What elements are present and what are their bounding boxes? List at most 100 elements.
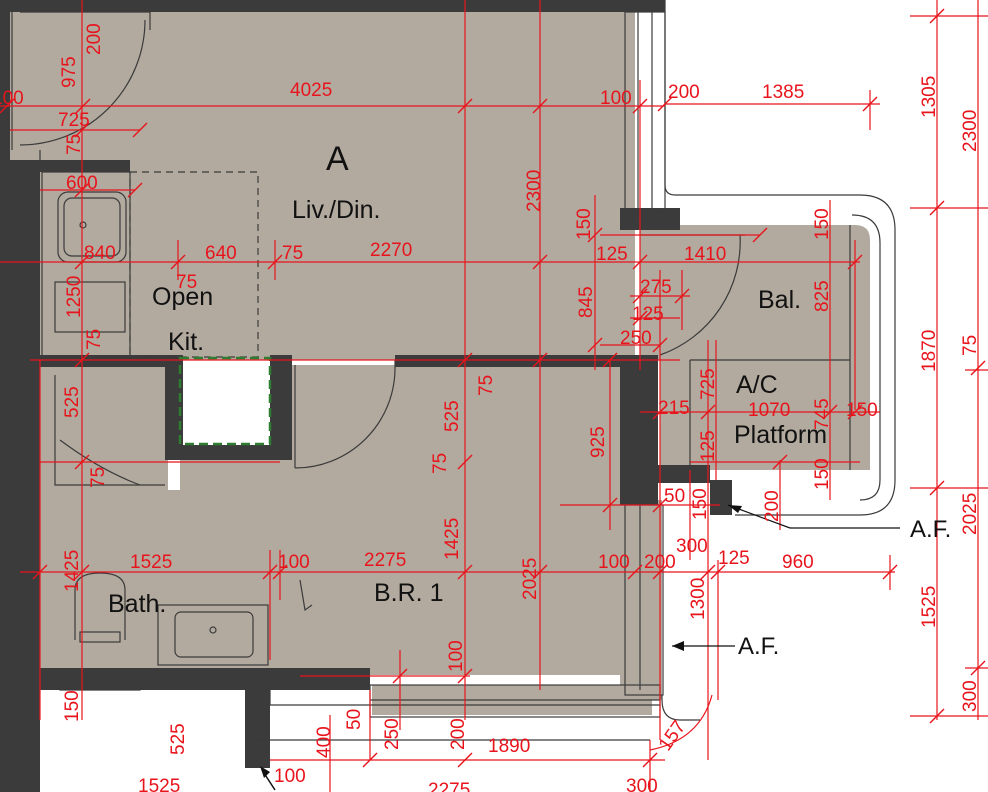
dim-200-b: 200 xyxy=(762,490,783,522)
dim-2300-right: 2300 xyxy=(960,110,981,152)
dimension-ticks xyxy=(0,8,986,768)
wall-ac-bottom xyxy=(655,465,710,483)
dim-200-d: 200 xyxy=(448,718,469,750)
dim-1305: 1305 xyxy=(919,76,940,118)
balcony-door-swing xyxy=(659,234,741,356)
living-label: Liv./Din. xyxy=(292,196,380,224)
dim-840: 840 xyxy=(84,243,116,264)
wall-top xyxy=(0,0,665,12)
dim-300-a: 300 xyxy=(676,536,708,557)
ac-label-2: Platform xyxy=(734,421,827,449)
wall-left-top xyxy=(0,0,10,160)
af-leaders xyxy=(260,504,900,791)
dim-1525-b: 1525 xyxy=(138,776,180,792)
wall-bath-bottom xyxy=(165,445,290,460)
basin xyxy=(174,611,254,658)
dim-200-top: 200 xyxy=(84,23,105,55)
dim-100-e: 100 xyxy=(274,766,306,787)
kitchen-fixtures xyxy=(41,171,272,446)
dim-1425-a: 1425 xyxy=(62,550,83,592)
shower-frame xyxy=(54,375,165,486)
dim-75-b: 75 xyxy=(282,243,303,264)
dim-100-a: 100 xyxy=(600,88,632,109)
dim-125-d: 125 xyxy=(718,548,750,569)
shower-door-swing xyxy=(59,439,141,486)
unit-label: A xyxy=(326,140,349,178)
dim-1525-right: 1525 xyxy=(919,586,940,628)
dim-50: 50 xyxy=(664,486,685,507)
dim-75-f: 75 xyxy=(476,375,497,396)
wall-bedroom-right xyxy=(620,355,658,505)
balcony-label: Bal. xyxy=(758,286,801,314)
bath-label: Bath. xyxy=(108,590,166,618)
dim-925: 925 xyxy=(588,426,609,458)
dim-75-g: 75 xyxy=(430,453,451,474)
floor-areas xyxy=(10,12,870,715)
wall-bedroom-left xyxy=(270,355,292,460)
wall-bottom xyxy=(40,668,370,690)
basin-counter xyxy=(157,604,269,666)
kitchen-appliance-zone xyxy=(178,356,272,446)
dimension-labels: 200 975 4025 100 100 200 1385 1305 2300 … xyxy=(0,23,981,792)
kitchen-label-2: Kit. xyxy=(168,328,204,356)
dim-1385: 1385 xyxy=(762,82,804,103)
dim-2025-right: 2025 xyxy=(960,493,981,535)
dim-525-c: 525 xyxy=(168,723,189,755)
bath-fixtures xyxy=(59,572,313,691)
dim-1410: 1410 xyxy=(684,244,726,265)
dim-2300-mid: 2300 xyxy=(524,170,545,212)
balcony-floor xyxy=(640,225,870,470)
dim-150-b: 150 xyxy=(812,208,833,240)
dim-75-h: 75 xyxy=(88,467,109,488)
wall-kitchen-top xyxy=(40,160,130,172)
kitchen-hob xyxy=(54,281,126,333)
dim-1425-b: 1425 xyxy=(442,518,463,560)
dim-150-f: 150 xyxy=(62,690,83,722)
bedroom-floor xyxy=(280,365,620,675)
living-floor xyxy=(10,12,635,360)
af-arrow-bottom xyxy=(672,641,684,651)
dim-525-b: 525 xyxy=(442,400,463,432)
toilet-bowl xyxy=(74,572,126,640)
wall-bath-side xyxy=(165,355,183,455)
walls xyxy=(0,0,732,792)
dim-1870: 1870 xyxy=(919,330,940,372)
dim-2025-mid: 2025 xyxy=(520,558,541,600)
dim-600: 600 xyxy=(66,173,98,194)
dim-00: 100 xyxy=(0,88,24,109)
dim-525-a: 525 xyxy=(62,386,83,418)
entry-door-frame xyxy=(20,11,151,30)
af-label-bottom: A.F. xyxy=(738,633,779,660)
dim-640: 640 xyxy=(205,243,237,264)
af-arrow-top xyxy=(728,505,742,513)
dim-400: 400 xyxy=(314,726,335,758)
dim-975: 975 xyxy=(59,56,80,88)
dim-150-d: 150 xyxy=(812,458,833,490)
dim-250-b: 250 xyxy=(382,718,403,750)
dim-50-b: 50 xyxy=(344,709,365,730)
bath-door-stub xyxy=(299,579,313,612)
toilet-tank xyxy=(79,631,121,643)
dim-825: 825 xyxy=(812,280,833,312)
dim-125-b: 125 xyxy=(632,304,664,325)
dim-100-d: 100 xyxy=(446,640,467,672)
dim-2270: 2270 xyxy=(370,240,412,261)
bedroom-window-floor xyxy=(620,500,662,700)
dim-215: 215 xyxy=(658,398,690,419)
dim-125-c: 125 xyxy=(698,430,719,462)
ac-label-1: A/C xyxy=(736,371,778,399)
wall-left xyxy=(0,160,40,792)
dim-75-a: 75 xyxy=(64,134,85,155)
dim-725-a: 725 xyxy=(58,110,90,131)
dim-725-b: 725 xyxy=(698,368,719,400)
dim-275: 275 xyxy=(640,277,672,298)
room-labels: A Liv./Din. Open Kit. Bal. A/C Platform … xyxy=(108,140,951,660)
dim-150-c: 150 xyxy=(846,400,878,421)
entry-door-swing xyxy=(19,19,146,146)
kitchen-label-1: Open xyxy=(152,283,213,311)
dim-845: 845 xyxy=(576,286,597,318)
doors xyxy=(19,11,745,486)
wall-kitchen-bottom xyxy=(40,355,180,367)
